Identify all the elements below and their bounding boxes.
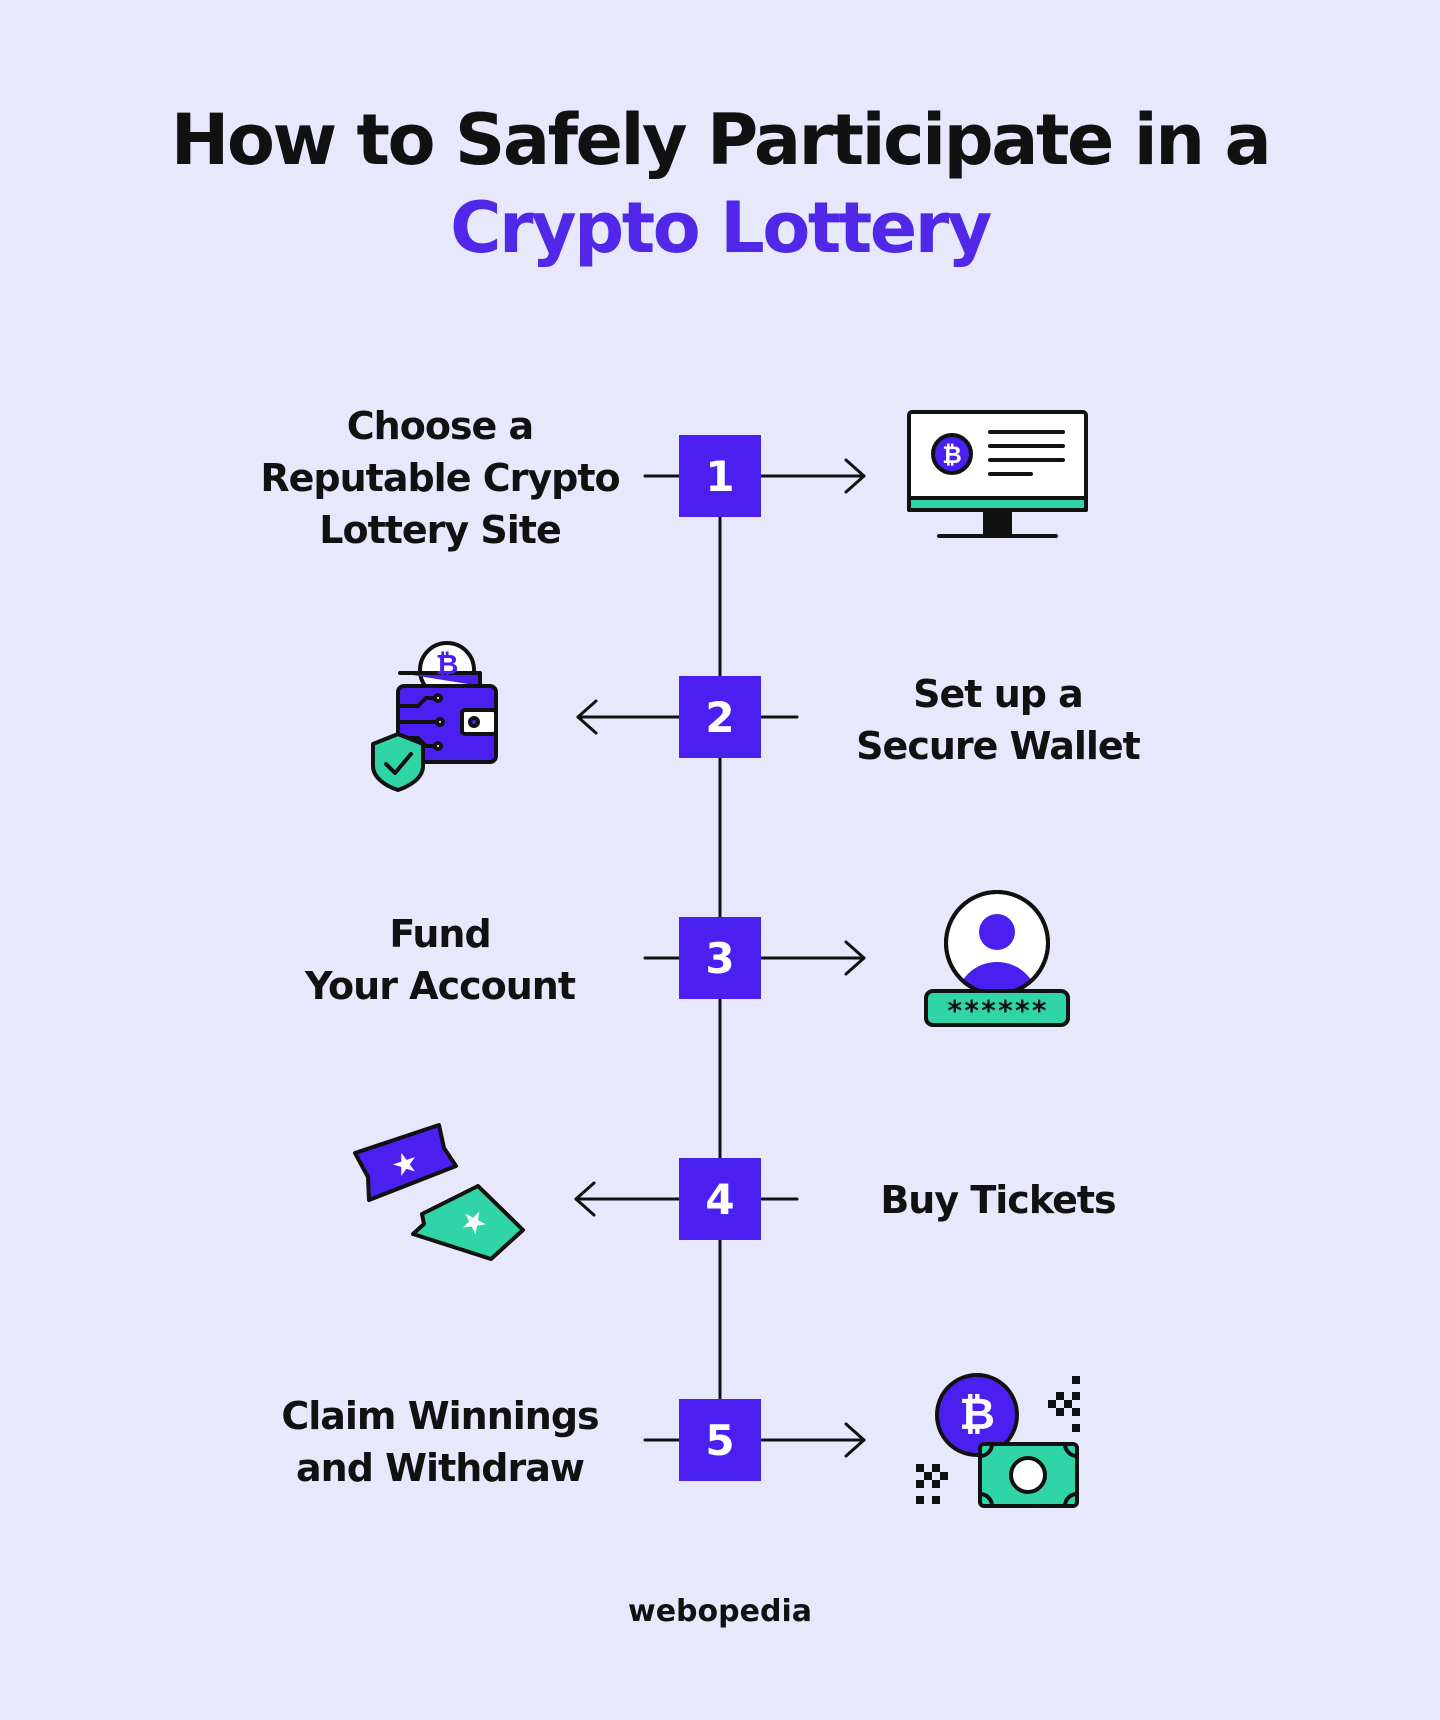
pixel-arrows-right [916,1464,948,1504]
step-label-4: Buy Tickets [788,1174,1208,1226]
step-label-5: Claim Winnings and Withdraw [230,1390,650,1494]
step-1-line-2: Reputable Crypto [260,456,620,500]
step-label-1: Choose a Reputable Crypto Lottery Site [230,400,650,556]
title-line-2: Crypto Lottery [450,187,992,269]
step-number-5: 5 [679,1399,761,1481]
step-5-line-2: and Withdraw [296,1446,585,1490]
svg-text:₿: ₿ [942,441,962,469]
step-label-3: Fund Your Account [230,908,650,1012]
svg-text:₿: ₿ [436,648,459,681]
computer-monitor-bitcoin-icon: ₿ [907,410,1088,538]
step-number-4: 4 [679,1158,761,1240]
brand-logo: webopedia [628,1594,812,1629]
step-number-2: 2 [679,676,761,758]
step-1-line-3: Lottery Site [319,508,562,552]
step-label-2: Set up a Secure Wallet [788,668,1208,772]
step-3-line-2: Your Account [305,964,576,1008]
step-5-line-1: Claim Winnings [281,1394,599,1438]
step-3-line-1: Fund [389,912,491,956]
step-2-line-1: Set up a [913,672,1084,716]
step-number-1: 1 [679,435,761,517]
step-2-line-2: Secure Wallet [856,724,1141,768]
svg-text:₿: ₿ [959,1389,995,1440]
step-number-3: 3 [679,917,761,999]
pixel-arrows-left [1048,1376,1080,1432]
step-1-line-1: Choose a [346,404,534,448]
bitcoin-cash-exchange-icon: ₿ [916,1373,1080,1508]
password-mask: ****** [946,994,1047,1027]
user-account-password-icon: ****** [924,890,1070,1027]
step-4-line-1: Buy Tickets [880,1178,1116,1222]
tickets-icon: ★ ★ [353,1123,525,1261]
title-line-1: How to Safely Participate in a [170,99,1272,181]
wallet-shield-bitcoin-icon: ₿ [371,641,498,792]
